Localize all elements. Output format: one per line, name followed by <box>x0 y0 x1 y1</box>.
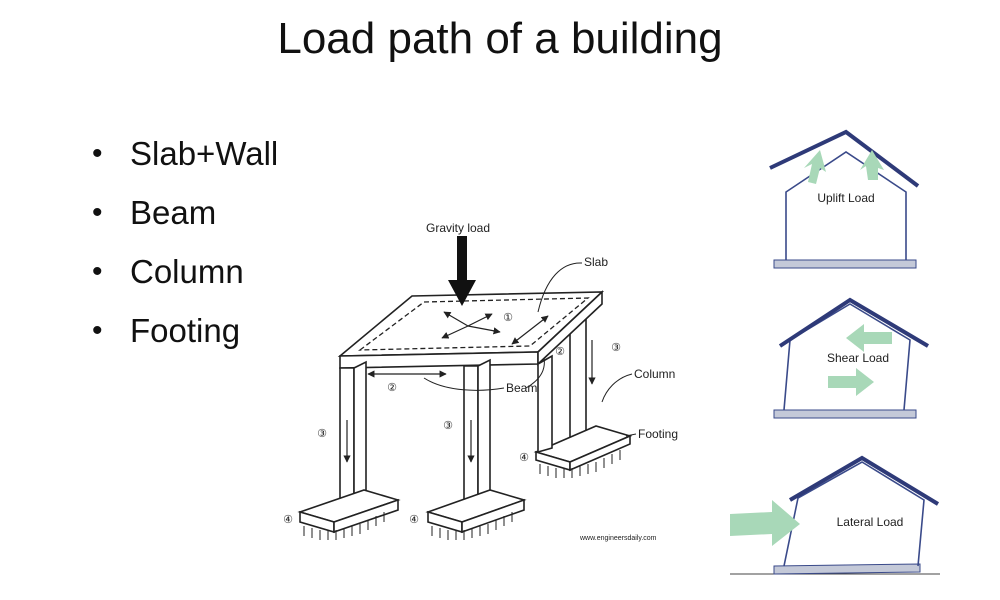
lateral-label: Lateral Load <box>837 515 904 529</box>
footing-leader <box>625 433 637 437</box>
step-marker-4-right: ④ <box>519 452 529 464</box>
step-marker-4-middle: ④ <box>409 514 419 526</box>
gravity-load-arrow <box>448 236 476 306</box>
credit-label: www.engineersdaily.com <box>579 535 657 542</box>
roof-lateral <box>788 455 940 506</box>
beam-label: Beam <box>506 381 537 395</box>
roof-shear <box>778 297 930 348</box>
soil-pressure-arrows <box>303 450 621 540</box>
column-load-arrows <box>343 340 596 463</box>
slab-label: Slab <box>584 255 608 269</box>
step-marker-2-side: ② <box>555 346 565 358</box>
step-marker-1: ① <box>503 312 513 324</box>
bullet-list: Slab+Wall Beam Column Footing <box>92 124 278 360</box>
house-shear: Shear Load <box>773 297 930 419</box>
step-marker-3-left: ③ <box>317 428 327 440</box>
step-marker-4-left: ④ <box>283 514 293 526</box>
column-front-right <box>537 354 553 454</box>
shear-arrow-bottom <box>828 368 874 396</box>
bullet-beam: Beam <box>92 183 278 242</box>
step-marker-2-front: ② <box>387 382 397 394</box>
uplift-arrow-right <box>860 150 884 180</box>
bullet-footing: Footing <box>92 301 278 360</box>
shear-label: Shear Load <box>827 351 889 365</box>
gravity-load-label: Gravity load <box>426 221 490 235</box>
uplift-label: Uplift Load <box>817 191 874 205</box>
column-leader <box>601 373 633 403</box>
footing-back-right <box>533 425 633 472</box>
house-uplift: Uplift Load <box>769 129 920 269</box>
slab-leader <box>537 262 583 313</box>
slab-distribution-arrows <box>441 311 501 339</box>
footing-front-middle <box>425 489 527 534</box>
page-title: Load path of a building <box>277 14 723 63</box>
bullet-column: Column <box>92 242 278 301</box>
step-marker-3-middle: ③ <box>443 420 453 432</box>
beam-direction-arrows <box>367 315 549 378</box>
footing-label: Footing <box>638 427 678 441</box>
step-marker-3-right: ③ <box>611 342 621 354</box>
beam-leader <box>423 377 505 391</box>
beam-leader-2 <box>525 357 545 389</box>
roof-uplift <box>769 129 920 188</box>
lateral-arrow <box>730 500 800 546</box>
house-lateral: Lateral Load <box>730 455 940 575</box>
side-beam <box>537 290 603 366</box>
uplift-arrow-left <box>804 150 826 184</box>
footing-front-left <box>297 489 401 534</box>
bullet-slab-wall: Slab+Wall <box>92 124 278 183</box>
column-label: Column <box>634 367 675 381</box>
shear-arrow-top <box>846 324 892 352</box>
